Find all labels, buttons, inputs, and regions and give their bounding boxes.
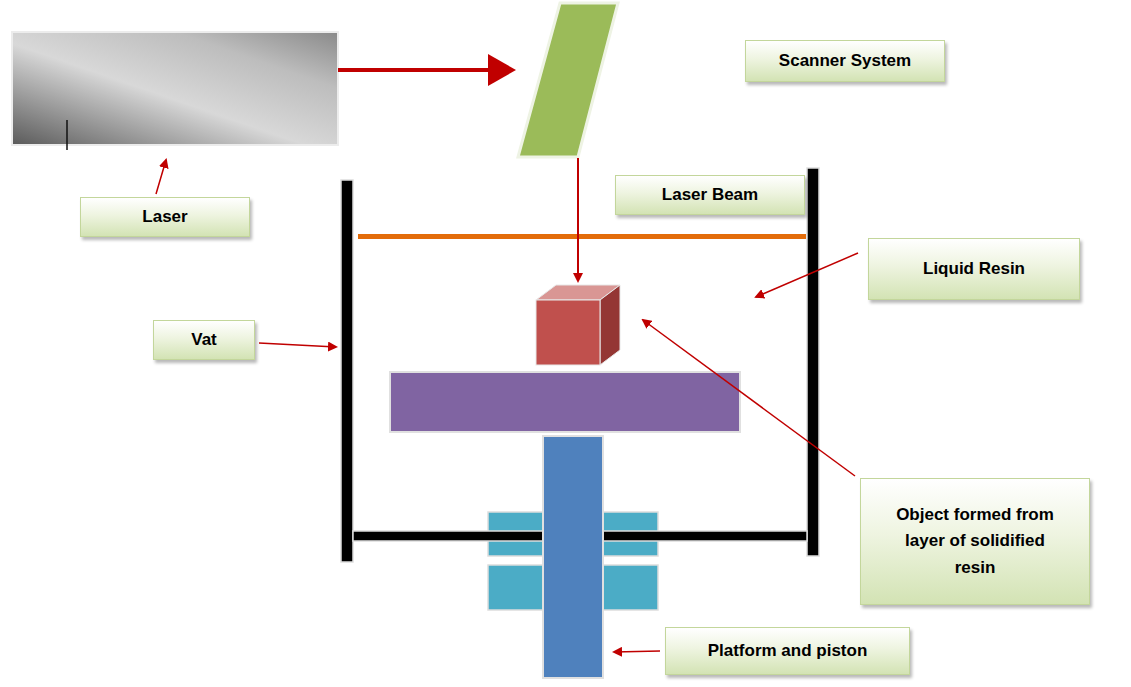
- platform: [390, 372, 740, 432]
- label-box: Object formed from layer of solidified r…: [860, 478, 1090, 605]
- resin-surface: [358, 234, 806, 239]
- label-box: Vat: [153, 320, 255, 360]
- label-box: Scanner System: [745, 40, 945, 82]
- label-text: Object formed from layer of solidified r…: [885, 502, 1065, 581]
- laser-unit: [12, 32, 338, 145]
- vat-wall-left: [341, 180, 353, 562]
- laser-ray: [338, 68, 512, 72]
- label-box: Laser: [80, 197, 250, 237]
- leader-line: [643, 320, 855, 476]
- laser-beam-line: [577, 158, 579, 281]
- piston-rod: [543, 436, 603, 678]
- leader-line: [259, 343, 336, 347]
- vat-wall-right: [807, 168, 819, 556]
- object-side: [600, 285, 620, 365]
- label-text: Scanner System: [779, 48, 911, 74]
- leader-line: [614, 651, 660, 652]
- label-text: Vat: [191, 327, 217, 353]
- laser-tick: [66, 120, 68, 150]
- label-box: Platform and piston: [665, 627, 910, 675]
- label-text: Platform and piston: [708, 638, 868, 664]
- label-text: Liquid Resin: [923, 256, 1025, 282]
- label-box: Liquid Resin: [868, 238, 1080, 300]
- label-text: Laser: [142, 204, 187, 230]
- leader-line: [756, 253, 858, 297]
- label-text: Laser Beam: [662, 182, 758, 208]
- object-front: [536, 300, 600, 365]
- scanner-mirror: [518, 3, 618, 157]
- leader-line: [156, 160, 166, 194]
- label-box: Laser Beam: [615, 175, 805, 215]
